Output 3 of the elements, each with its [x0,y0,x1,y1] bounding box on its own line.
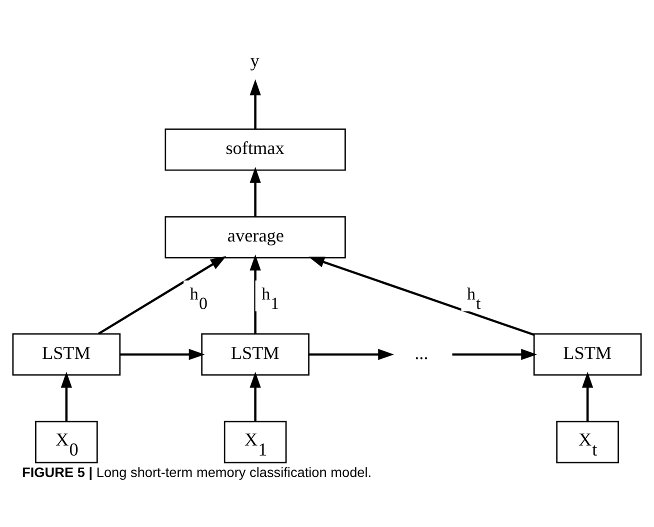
node-text: y [250,50,260,70]
caption: FIGURE 5 | Long short-term memory classification model. [22,464,372,480]
node-text: ... [414,342,428,362]
